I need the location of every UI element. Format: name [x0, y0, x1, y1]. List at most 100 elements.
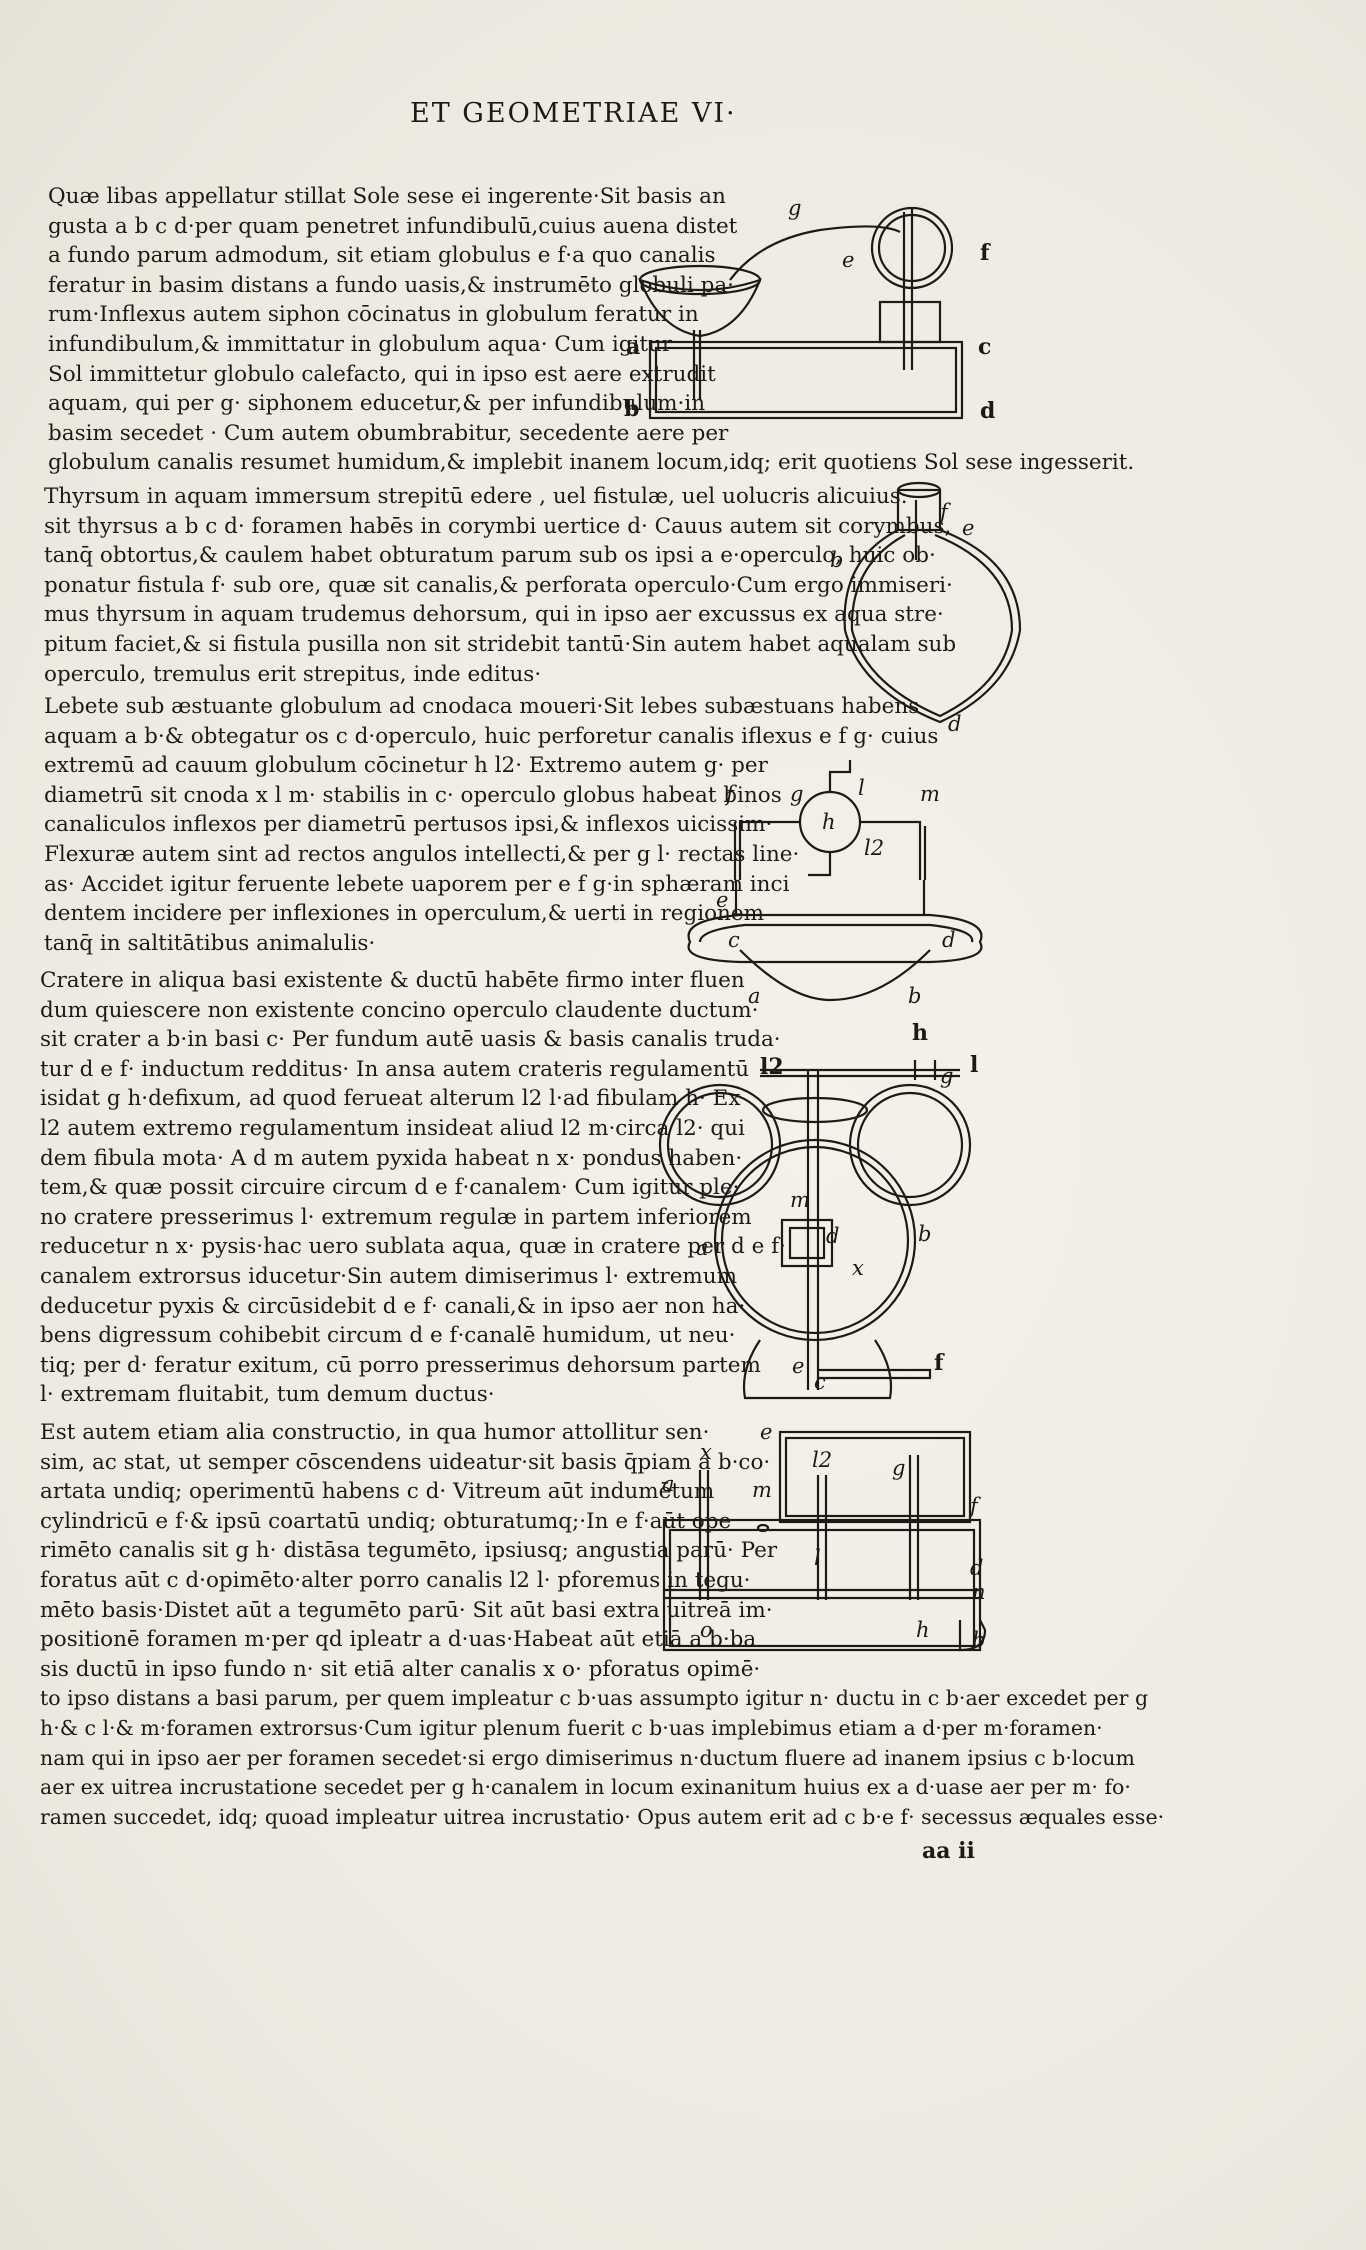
- fig4-label: b: [918, 1222, 932, 1246]
- fig1-label: g: [788, 196, 802, 220]
- text-line: diametrū sit cnoda x l m· stabilis in c·…: [44, 782, 782, 808]
- fig1-label: a: [626, 334, 641, 360]
- text-line: Cratere in aliqua basi existente & ductū…: [40, 968, 745, 993]
- text-line: tanq̄ obtortus,& caulem habet obturatum …: [44, 543, 936, 569]
- fig3-label: g: [790, 782, 804, 806]
- fig4-label: d: [826, 1224, 840, 1248]
- text-line: canalem extrorsus iducetur·Sin autem dim…: [40, 1263, 738, 1289]
- paragraph-constructio: Est autem etiam alia constructio, in qua…: [40, 1418, 1164, 1832]
- text-line: aquam a b·& obtegatur os c d·operculo, h…: [44, 723, 939, 749]
- text-line: Thyrsum in aquam immersum strepitū edere…: [44, 484, 908, 509]
- figure-crater: [658, 1060, 972, 1400]
- text-line: Est autem etiam alia constructio, in qua…: [40, 1420, 710, 1445]
- fig5-label: h: [916, 1618, 930, 1642]
- text-line: rimēto canalis sit g h· distāsa tegumēto…: [40, 1538, 778, 1564]
- fig1-label: e: [842, 248, 855, 272]
- text-line: Lebete sub æstuante globulum ad cnodaca …: [44, 694, 920, 719]
- paragraph-crater: Cratere in aliqua basi existente & ductū…: [40, 966, 786, 1410]
- text-line: rum·Inflexus autem siphon cōcinatus in g…: [48, 302, 699, 328]
- fig1-label: d: [980, 398, 996, 424]
- text-line: h·& c l·& m·foramen extrorsus·Cum igitur…: [40, 1715, 1103, 1740]
- fig3-label: l2: [864, 836, 885, 860]
- fig1-label: f: [980, 240, 990, 266]
- fig3-label: l: [858, 776, 865, 800]
- fig5-label: l: [814, 1546, 821, 1570]
- fig5-label: x: [700, 1440, 712, 1464]
- text-line: basim secedet · Cum autem obumbrabitur, …: [48, 420, 729, 446]
- fig4-label: h: [912, 1020, 928, 1046]
- fig5-label: l2: [812, 1448, 833, 1472]
- fig3-label: a: [748, 984, 761, 1008]
- fig1-label: c: [978, 334, 992, 360]
- text-line: operculo, tremulus erit strepitus, inde …: [44, 661, 542, 687]
- text-line: sis ductū in ipso fundo n· sit etiā alte…: [40, 1656, 761, 1682]
- figure-thyrsus: [843, 481, 1022, 724]
- fig5-label: d: [970, 1556, 984, 1580]
- text-line: mus thyrsum in aquam trudemus dehorsum, …: [44, 602, 944, 628]
- text-line: Sol immittetur globulo calefacto, qui in…: [48, 361, 716, 387]
- signature-mark: aa ii: [922, 1838, 975, 1864]
- fig5-label: b: [972, 1628, 986, 1652]
- text-line: nam qui in ipso aer per foramen secedet·…: [40, 1745, 1135, 1770]
- text-line: aquam, qui per g· siphonem educetur,& pe…: [48, 391, 706, 417]
- fig2-label: b: [830, 548, 844, 572]
- text-line: deducetur pyxis & circūsidebit d e f· ca…: [40, 1293, 746, 1319]
- text-line: aer ex uitrea incrustatione secedet per …: [40, 1775, 1131, 1800]
- text-line: sit crater a b·in basi c· Per fundum aut…: [40, 1027, 781, 1053]
- text-line: sim, ac stat, ut semper cōscendens uidea…: [40, 1449, 771, 1475]
- text-line: gusta a b c d·per quam penetret infundib…: [48, 213, 738, 239]
- text-line: globulum canalis resumet humidum,& imple…: [48, 450, 1135, 476]
- figure-lebes: [687, 760, 983, 1002]
- fig3-label: b: [908, 984, 922, 1008]
- text-line: Flexuræ autem sint ad rectos angulos int…: [44, 841, 800, 867]
- text-line: as· Accidet igitur feruente lebete uapor…: [44, 871, 790, 897]
- fig2-label: f: [940, 500, 948, 524]
- text-line: extremū ad cauum globulum cōcinetur h l2…: [44, 753, 768, 779]
- text-line: artata undiq; operimentū habens c d· Vit…: [40, 1479, 715, 1505]
- fig5-label: e: [760, 1420, 773, 1444]
- text-line: dentem incidere per inflexiones in operc…: [44, 901, 765, 927]
- text-line: tiq; per d· feratur exitum, cū porro pre…: [40, 1352, 761, 1378]
- fig5-label: g: [892, 1456, 906, 1480]
- figure-vitreum: [662, 1430, 987, 1652]
- fig3-label: e: [716, 888, 729, 912]
- fig3-label: c: [728, 928, 740, 952]
- text-line: positionē foramen m·per qd ipleatr a d·u…: [40, 1627, 757, 1653]
- fig3-label: d: [942, 928, 956, 952]
- paragraph-thyrsus: Thyrsum in aquam immersum strepitū edere…: [44, 482, 956, 689]
- fig4-label: c: [814, 1370, 826, 1394]
- text-line: dem fibula mota· A d m autem pyxida habe…: [40, 1145, 743, 1171]
- fig4-label: e: [792, 1354, 805, 1378]
- text-line: infundibulum,& immittatur in globulum aq…: [48, 331, 673, 357]
- text-line: foratus aūt c d·opimēto·alter porro cana…: [40, 1567, 751, 1593]
- fig4-label: a: [696, 1236, 709, 1260]
- text-line: canaliculos inflexos per diametrū pertus…: [44, 812, 773, 838]
- fig4-label: f: [934, 1350, 944, 1376]
- text-line: sit thyrsus a b c d· foramen habēs in co…: [44, 513, 952, 539]
- fig4-label: g: [940, 1064, 954, 1088]
- text-line: l· extremam fluitabit, tum demum ductus·: [40, 1382, 495, 1408]
- fig2-label: d: [948, 712, 962, 736]
- text-line: l2 autem extremo regulamentum insideat a…: [40, 1115, 745, 1141]
- text-line: no cratere presserimus l· extremum regul…: [40, 1204, 752, 1230]
- fig5-label: m: [752, 1478, 772, 1502]
- text-line: bens digressum cohibebit circum d e f·ca…: [40, 1323, 736, 1349]
- fig5-label: f: [970, 1494, 978, 1518]
- text-line: tanq̄ in saltitātibus animalulis·: [44, 930, 376, 956]
- text-line: feratur in basim distans a fundo uasis,&…: [48, 272, 734, 298]
- fig4-label: x: [852, 1256, 864, 1280]
- fig4-label: l: [970, 1052, 979, 1078]
- fig4-label: l2: [760, 1054, 784, 1080]
- text-line: tem,& quæ possit circuire circum d e f·c…: [40, 1175, 740, 1201]
- text-line: to ipso distans a basi parum, per quem i…: [40, 1686, 1149, 1711]
- fig5-label: a: [662, 1472, 675, 1496]
- paragraph-libas: Quæ libas appellatur stillat Sole sese e…: [48, 182, 1134, 478]
- fig5-label: n: [972, 1580, 986, 1604]
- text-line: tur d e f· inductum redditus· In ansa au…: [40, 1056, 750, 1082]
- text-line: pitum faciet,& si fistula pusilla non si…: [44, 631, 957, 657]
- text-line: dum quiescere non existente concino oper…: [40, 997, 759, 1023]
- figure-libas: [638, 206, 964, 420]
- fig2-label: e: [962, 516, 975, 540]
